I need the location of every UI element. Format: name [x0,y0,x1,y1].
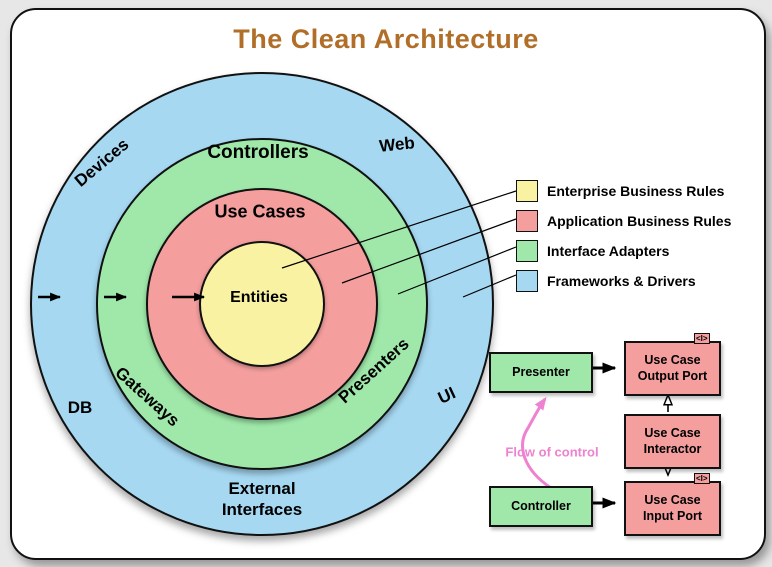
legend-item-frameworks-drivers: Frameworks & Drivers [516,270,731,292]
interface-marker-icon: <I> [694,333,710,344]
legend-label: Interface Adapters [547,243,670,259]
page-title: The Clean Architecture [233,24,539,54]
use-case-output-port-box: Use Case Output Port [624,341,721,396]
legend-label: Frameworks & Drivers [547,273,696,289]
legend-swatch-green [516,240,538,262]
legend-item-application-rules: Application Business Rules [516,210,731,232]
controller-box: Controller [489,486,593,527]
legend: Enterprise Business Rules Application Bu… [516,180,731,292]
legend-item-interface-adapters: Interface Adapters [516,240,731,262]
interface-marker-icon: <I> [694,473,710,484]
use-case-interactor-box: Use Case Interactor [624,414,721,469]
legend-swatch-blue [516,270,538,292]
legend-item-enterprise-rules: Enterprise Business Rules [516,180,731,202]
legend-swatch-red [516,210,538,232]
label-db: DB [67,398,93,417]
label-external-interfaces: External Interfaces [221,478,303,519]
presenter-box: Presenter [489,352,593,393]
flow-of-control-label: Flow of control [505,444,599,460]
legend-label: Application Business Rules [547,213,732,229]
use-case-input-port-box: Use Case Input Port [624,481,721,536]
label-controllers: Controllers [207,142,309,163]
label-entities: Entities [230,289,288,306]
legend-swatch-yellow [516,180,538,202]
label-web: Web [378,133,416,156]
label-use-cases: Use Cases [214,201,306,222]
legend-label: Enterprise Business Rules [547,183,725,199]
